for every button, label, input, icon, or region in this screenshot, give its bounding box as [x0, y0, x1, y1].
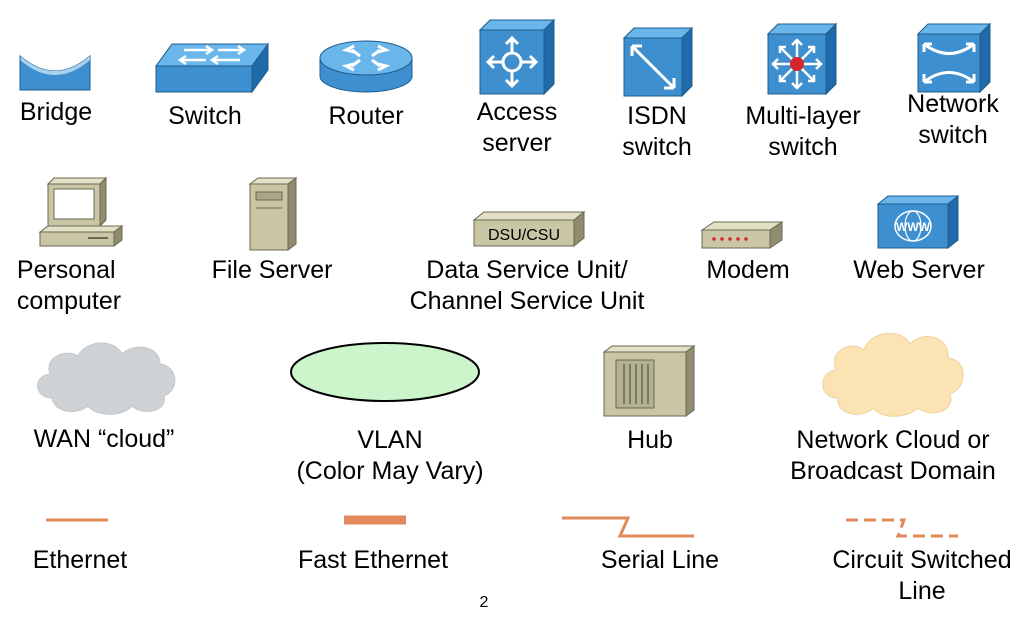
personal-computer-label: Personal computer: [16, 256, 122, 315]
ethernet-line-icon: [46, 518, 108, 522]
fast-ethernet-line-icon: [344, 515, 406, 525]
serial-line-icon: [562, 516, 694, 538]
network-switch-icon: [916, 22, 992, 94]
personal-computer-icon: [38, 176, 124, 247]
network-cloud-icon: [822, 332, 964, 417]
ethernet-label: Ethernet: [32, 546, 128, 574]
file-server-icon: [248, 177, 298, 251]
modem-icon: [700, 221, 784, 249]
serial-line-label: Serial Line: [600, 546, 720, 574]
wan-cloud-label: WAN “cloud”: [33, 425, 175, 453]
web-server-icon: WWW: [876, 194, 960, 250]
bridge-label: Bridge: [19, 98, 93, 126]
network-cloud-label: Network Cloud or Broadcast Domain: [790, 426, 996, 485]
multilayer-switch-label: Multi-layer switch: [745, 102, 861, 161]
router-icon: [319, 40, 413, 93]
circuit-switched-line-icon: [846, 518, 958, 538]
vlan-ellipse-icon: [290, 342, 480, 402]
modem-label: Modem: [706, 256, 790, 284]
network-switch-label: Network switch: [907, 90, 999, 149]
dsu-csu-icon: DSU/CSU: [472, 210, 586, 248]
router-label: Router: [328, 102, 404, 130]
vlan-label: VLAN (Color May Vary): [296, 426, 484, 485]
multilayer-switch-icon: [766, 22, 838, 96]
switch-label: Switch: [168, 102, 242, 130]
www-badge-text: WWW: [896, 220, 931, 234]
isdn-switch-label: ISDN switch: [622, 102, 692, 161]
file-server-label: File Server: [211, 256, 333, 284]
circuit-switched-label: Circuit Switched Line: [832, 546, 1012, 605]
dsu-csu-label: Data Service Unit/ Channel Service Unit: [409, 256, 645, 315]
fast-ethernet-label: Fast Ethernet: [297, 546, 449, 574]
switch-icon: [155, 42, 269, 94]
access-server-icon: [478, 18, 556, 96]
hub-icon: [602, 345, 696, 417]
bridge-icon: [19, 54, 91, 91]
hub-label: Hub: [627, 426, 673, 454]
page-number: 2: [479, 594, 489, 611]
web-server-label: Web Server: [853, 256, 985, 284]
dsu-csu-device-text: DSU/CSU: [488, 227, 560, 244]
access-server-label: Access server: [476, 98, 558, 157]
isdn-switch-icon: [622, 26, 694, 98]
wan-cloud-icon: [37, 342, 176, 415]
